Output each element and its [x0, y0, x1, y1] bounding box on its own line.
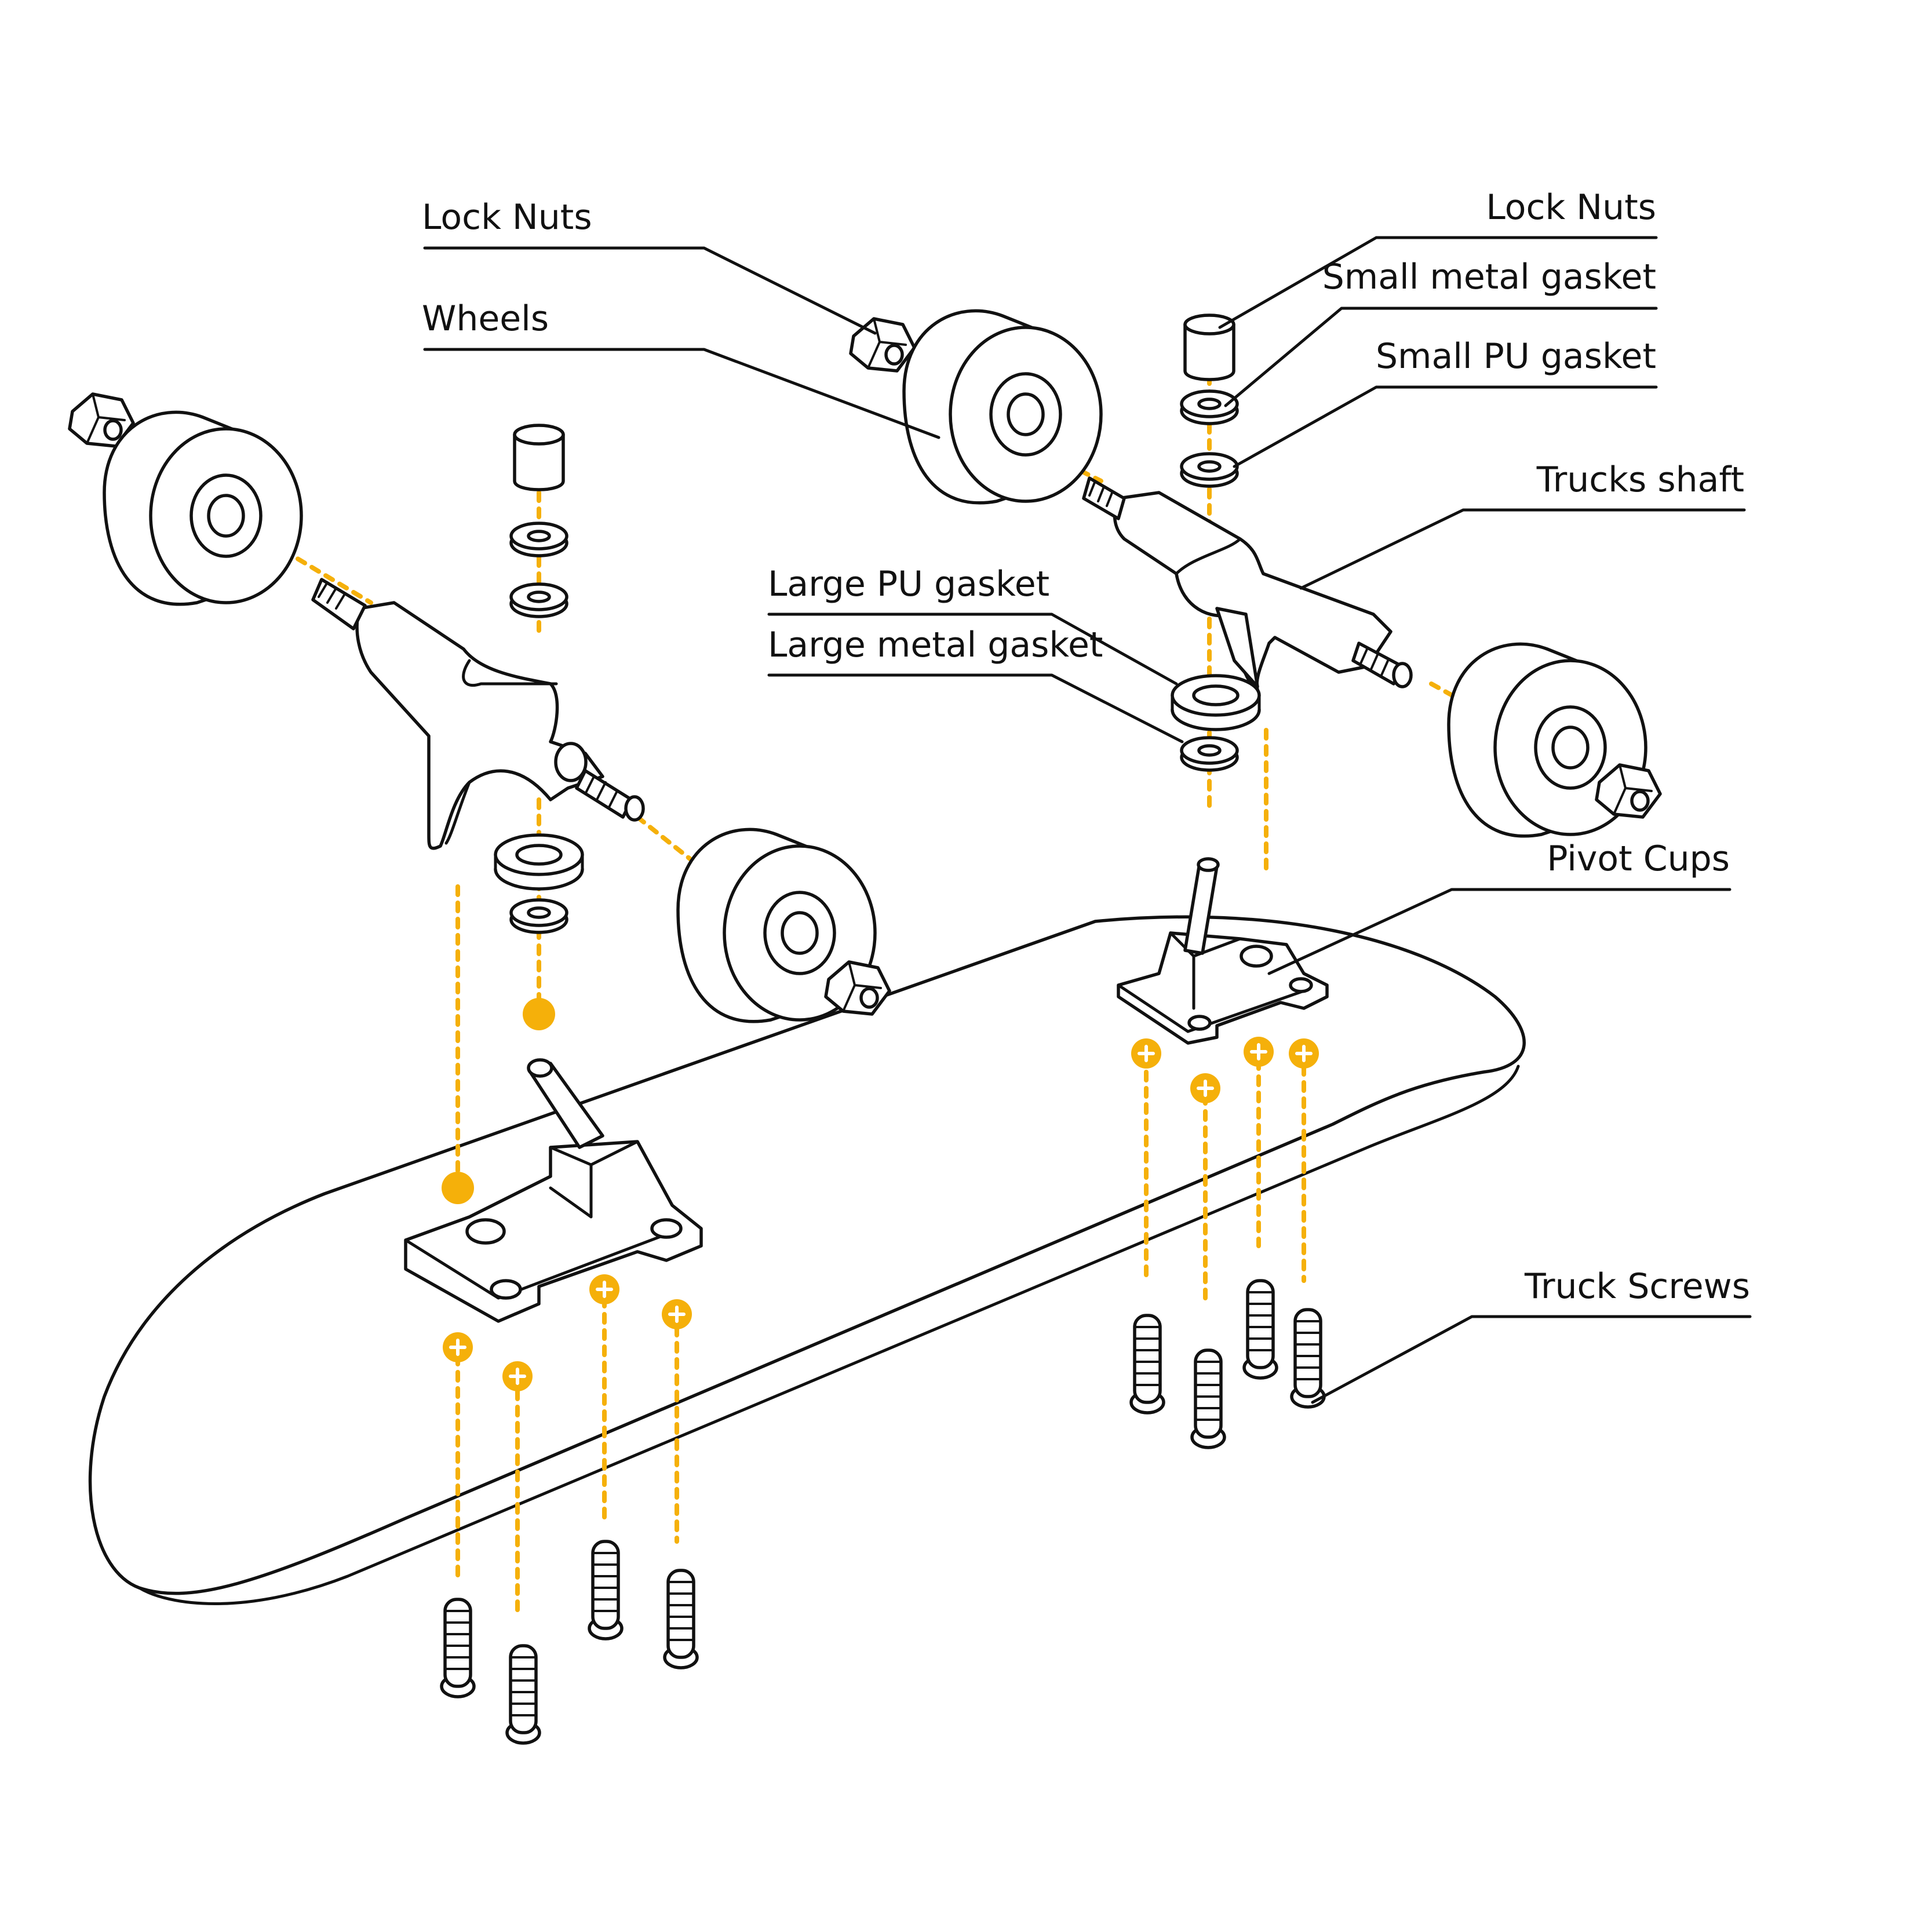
label-truck-screws: Truck Screws — [1524, 1266, 1750, 1307]
label-lock-nuts-right: Lock Nuts — [1486, 187, 1656, 228]
truck-screw — [1192, 1350, 1224, 1448]
plus-icon — [1289, 1038, 1319, 1069]
plus-icon — [662, 1299, 692, 1329]
right-large-metal-gasket — [1182, 738, 1237, 770]
label-small-pu-gasket: Small PU gasket — [1376, 336, 1656, 377]
label-pivot-cups: Pivot Cups — [1547, 839, 1730, 879]
right-small-metal-gasket — [1182, 391, 1237, 424]
plus-icon — [1244, 1037, 1274, 1067]
label-large-pu-gasket: Large PU gasket — [768, 564, 1049, 604]
truck-screw — [589, 1541, 622, 1639]
truck-screw — [442, 1599, 474, 1697]
label-small-metal-gasket: Small metal gasket — [1322, 257, 1656, 297]
skateboard-deck — [88, 915, 1526, 1605]
label-wheels: Wheels — [422, 298, 549, 339]
left-small-metal-gasket — [511, 523, 567, 556]
truck-screw — [1244, 1281, 1277, 1378]
right-small-pu-gasket — [1182, 454, 1237, 486]
left-truck — [70, 394, 890, 1323]
truck-screw — [1292, 1310, 1324, 1407]
left-wheel-outer — [104, 412, 301, 604]
truck-screw — [507, 1646, 539, 1743]
left-large-pu-gasket — [495, 835, 582, 889]
leader-lines — [423, 236, 1752, 1404]
right-truck — [851, 311, 1660, 1045]
plus-icon — [502, 1361, 533, 1391]
label-large-metal-gasket: Large metal gasket — [768, 625, 1103, 665]
left-large-metal-gasket — [511, 900, 567, 932]
plus-icon — [1190, 1073, 1220, 1103]
plus-icon — [443, 1332, 473, 1362]
left-small-pu-gasket — [511, 584, 567, 617]
label-lock-nuts-left: Lock Nuts — [422, 197, 592, 238]
truck-screw — [1131, 1315, 1164, 1413]
truck-screw — [665, 1570, 697, 1668]
right-large-pu-gasket — [1172, 676, 1259, 730]
plus-icon — [589, 1274, 619, 1304]
plus-icon — [1131, 1038, 1161, 1069]
label-trucks-shaft: Trucks shaft — [1536, 460, 1744, 500]
left-pivot-cylinder — [515, 425, 563, 490]
labels: Lock Nuts Wheels Lock Nuts Small metal g… — [422, 187, 1750, 1307]
right-wheel-outer — [904, 311, 1101, 502]
